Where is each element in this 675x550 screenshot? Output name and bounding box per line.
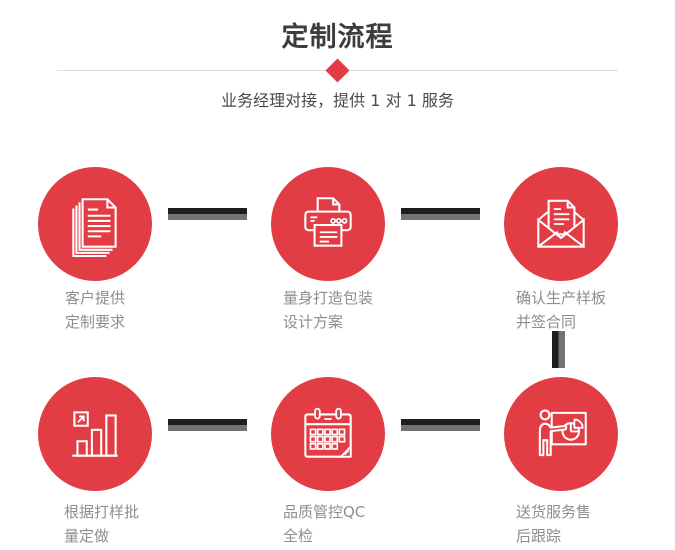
step-label-line: 确认生产样板 (516, 289, 607, 307)
step-circle-customer-requirements (38, 167, 152, 281)
step-label-line: 全检 (283, 527, 314, 545)
documents-icon (72, 198, 117, 257)
envelope-icon (537, 199, 585, 248)
presentation-icon (538, 409, 587, 457)
step-label-line: 后跟踪 (516, 527, 562, 545)
step-circle-quality-control (271, 377, 385, 491)
step-label-line: 送货服务售 (516, 503, 592, 521)
step-label-line: 量定做 (64, 527, 110, 545)
connector-step1-step2 (168, 208, 247, 220)
step-label-delivery-tracking: 送货服务售 后跟踪 (516, 500, 591, 548)
step-label-line: 量身打造包装 (283, 289, 374, 307)
step-label-line: 定制要求 (65, 313, 126, 331)
connector-step5-step6 (401, 419, 480, 431)
connector-step4-step5 (168, 419, 247, 431)
step-label-customer-requirements: 客户提供 定制要求 (65, 286, 125, 334)
calendar-icon (304, 407, 352, 458)
step-label-batch-production: 根据打样批 量定做 (64, 500, 139, 548)
connector-step3-step6 (552, 331, 565, 368)
step-circle-packaging-design (271, 167, 385, 281)
step-circle-delivery-tracking (504, 377, 618, 491)
bar-chart-icon (72, 411, 118, 457)
step-label-line: 品质管控QC (283, 503, 366, 521)
connector-step2-step3 (401, 208, 480, 220)
diamond-marker (325, 58, 350, 83)
step-label-line: 根据打样批 (64, 503, 140, 521)
step-label-sample-confirmation: 确认生产样板 并签合同 (516, 286, 606, 334)
step-label-quality-control: 品质管控QC 全检 (283, 500, 365, 548)
step-label-line: 并签合同 (516, 313, 577, 331)
step-label-line: 客户提供 (65, 289, 126, 307)
page-subtitle: 业务经理对接，提供 1 对 1 服务 (221, 91, 454, 110)
step-circle-batch-production (38, 377, 152, 491)
step-label-line: 设计方案 (283, 313, 344, 331)
step-label-packaging-design: 量身打造包装 设计方案 (283, 286, 373, 334)
printer-icon (304, 197, 352, 247)
step-circle-sample-confirmation (504, 167, 618, 281)
page-title: 定制流程 (281, 22, 394, 53)
